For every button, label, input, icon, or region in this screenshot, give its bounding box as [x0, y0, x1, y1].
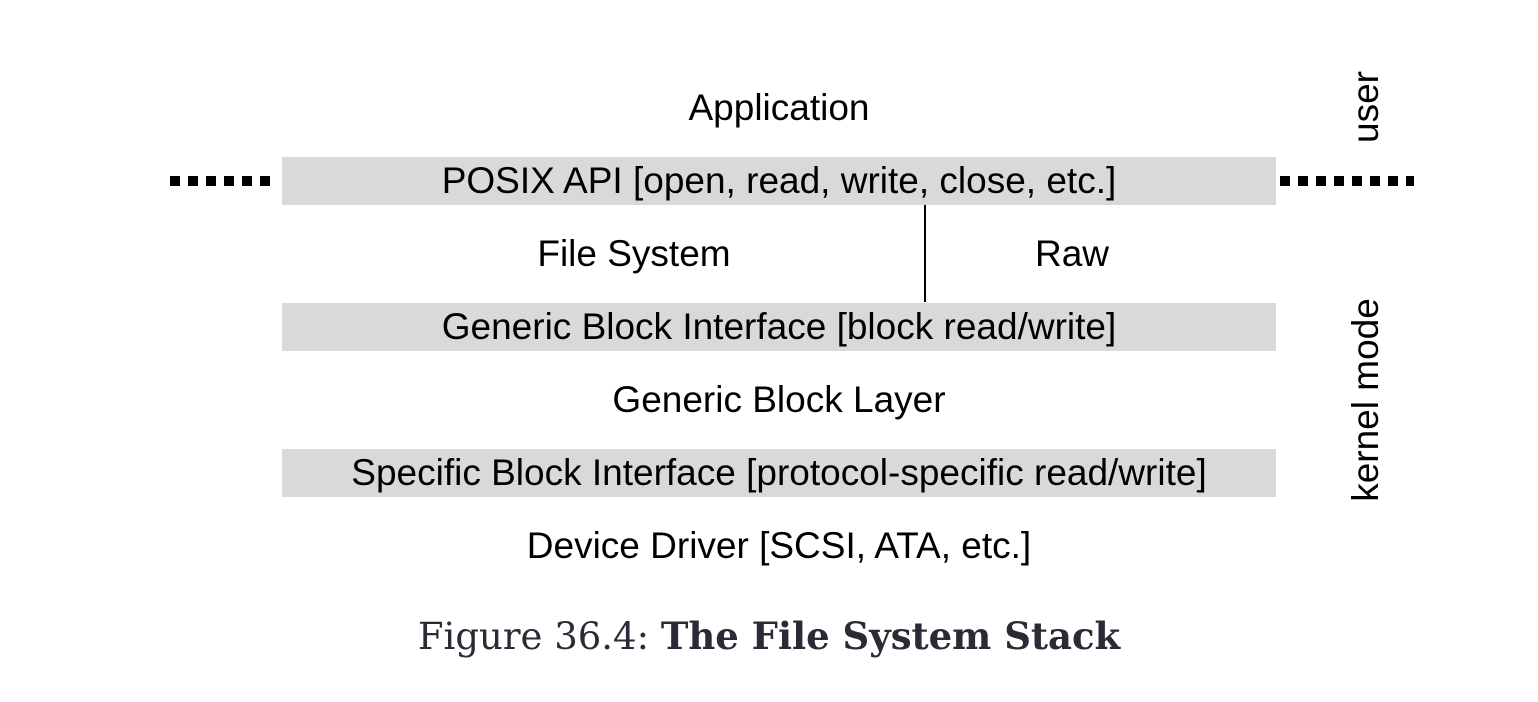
generic-block-interface-label: Generic Block Interface [block read/writ…	[441, 306, 1117, 347]
file-system-label: File System	[537, 233, 731, 274]
posix-api-band	[282, 157, 1276, 205]
device-driver-label: Device Driver [SCSI, ATA, etc.]	[526, 525, 1032, 566]
figure-caption-title: The File System Stack	[660, 614, 1121, 658]
posix-api-label: POSIX API [open, read, write, close, etc…	[441, 160, 1117, 201]
user-mode-label: user	[1345, 71, 1386, 143]
user-kernel-boundary-right	[1280, 176, 1414, 186]
raw-label: Raw	[1034, 233, 1110, 274]
specific-block-interface-band	[282, 449, 1276, 497]
figure-caption: Figure 36.4: The File System Stack	[0, 612, 1538, 661]
user-kernel-boundary-left	[170, 176, 278, 186]
application-label: Application	[688, 87, 870, 128]
figure-caption-prefix: Figure 36.4:	[417, 615, 661, 658]
kernel-mode-label: kernel mode	[1345, 298, 1386, 502]
specific-block-interface-label: Specific Block Interface [protocol-speci…	[351, 452, 1207, 493]
generic-block-interface-band	[282, 303, 1276, 351]
file-system-raw-divider	[924, 205, 926, 302]
generic-block-layer-label: Generic Block Layer	[612, 379, 946, 420]
